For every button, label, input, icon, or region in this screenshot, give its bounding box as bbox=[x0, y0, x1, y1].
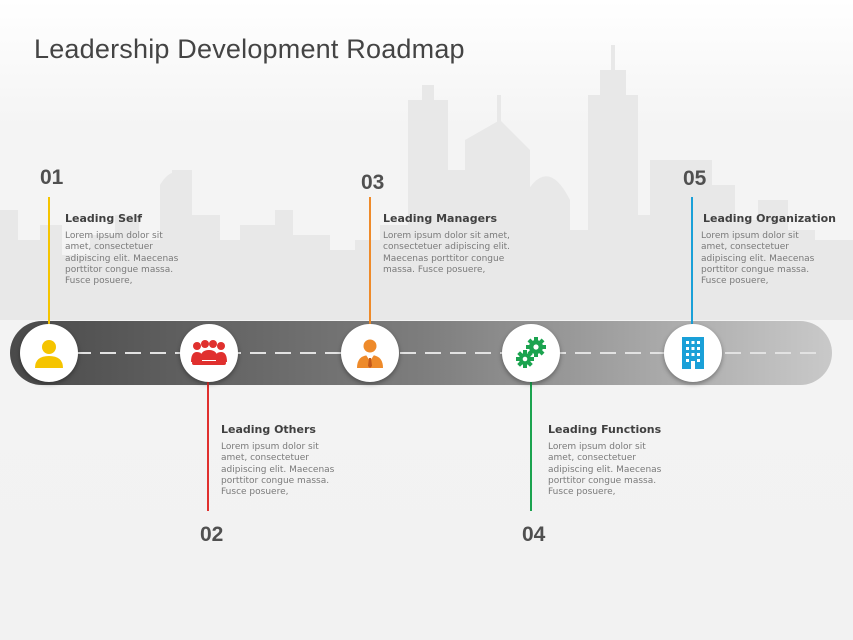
step-5-connector bbox=[691, 197, 693, 324]
step-1-connector bbox=[48, 197, 50, 324]
step-5-text: Leading Organization Lorem ipsum dolor s… bbox=[701, 212, 853, 287]
step-2-heading: Leading Others bbox=[221, 423, 316, 436]
step-1-node bbox=[20, 324, 78, 382]
step-1-heading: Leading Self bbox=[65, 212, 143, 225]
step-5-node bbox=[664, 324, 722, 382]
manager-icon bbox=[357, 339, 383, 368]
step-3-body: Lorem ipsum dolor sit amet, consectetuer… bbox=[383, 231, 511, 275]
step-4-node bbox=[502, 324, 560, 382]
step-2-number: 02 bbox=[200, 523, 224, 546]
step-1-text: Leading Self Lorem ipsum dolor sit amet,… bbox=[65, 212, 215, 287]
step-3-text: Leading Managers Lorem ipsum dolor sit a… bbox=[383, 212, 533, 276]
step-5-body: Lorem ipsum dolor sit amet, consectetuer… bbox=[701, 231, 815, 287]
step-3-connector bbox=[369, 197, 371, 324]
step-1-body: Lorem ipsum dolor sit amet, consectetuer… bbox=[65, 231, 179, 287]
step-3-node bbox=[341, 324, 399, 382]
step-2-node bbox=[180, 324, 238, 382]
step-4-connector bbox=[530, 380, 532, 511]
step-1-number: 01 bbox=[40, 166, 64, 189]
step-3-number: 03 bbox=[361, 171, 385, 194]
step-4-body: Lorem ipsum dolor sit amet, consectetuer… bbox=[548, 442, 662, 498]
step-2-connector bbox=[207, 380, 209, 511]
step-5-number: 05 bbox=[683, 167, 707, 190]
step-2-text: Leading Others Lorem ipsum dolor sit ame… bbox=[221, 423, 371, 498]
page-title: Leadership Development Roadmap bbox=[34, 34, 465, 64]
building-icon bbox=[682, 337, 704, 369]
step-3-heading: Leading Managers bbox=[383, 212, 498, 225]
step-2-body: Lorem ipsum dolor sit amet, consectetuer… bbox=[221, 442, 335, 498]
gears-icon bbox=[516, 337, 546, 368]
person-icon bbox=[35, 340, 63, 368]
step-4-heading: Leading Functions bbox=[548, 423, 662, 436]
step-4-text: Leading Functions Lorem ipsum dolor sit … bbox=[548, 423, 698, 498]
team-icon bbox=[191, 340, 227, 365]
step-4-number: 04 bbox=[522, 523, 546, 546]
city-skyline bbox=[0, 45, 853, 320]
step-5-heading: Leading Organization bbox=[703, 212, 836, 225]
